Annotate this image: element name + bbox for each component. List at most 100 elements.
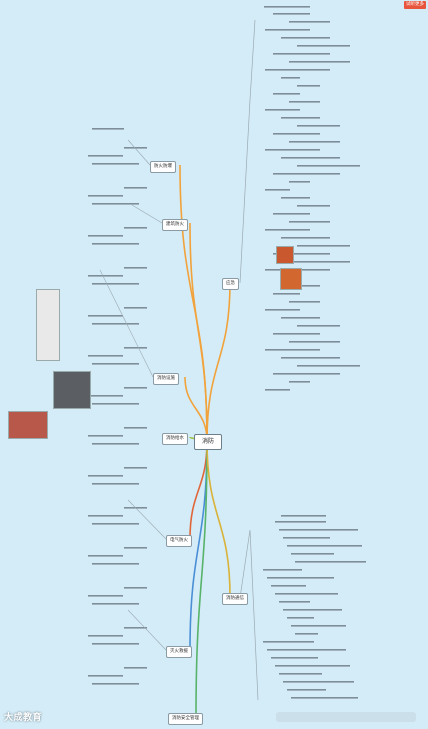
leaf-text [281,77,300,79]
leaf-text [289,341,340,343]
branch-connector [206,440,231,598]
leaf-text [289,181,310,183]
leaf-text [281,317,320,319]
leaf-text [124,347,147,349]
branch-node-7[interactable]: 消防安全管理 [168,713,203,725]
leaf-text [281,117,320,119]
leaf-text [265,109,300,111]
leaf-text [88,555,123,557]
branch-node-6[interactable]: 灭火救援 [166,646,192,658]
leaf-text [124,427,147,429]
leaf-text [88,675,123,677]
branch-node-8[interactable]: 应急 [222,278,239,290]
photo-thumbnail-4 [280,268,302,290]
leaf-text [124,227,147,229]
branch-node-1[interactable]: 防火防爆 [150,161,176,173]
branch-node-3[interactable]: 消防设施 [153,373,179,385]
leaf-text [273,253,330,255]
leaf-text [88,635,123,637]
sub-connector [99,269,154,378]
leaf-text [297,125,340,127]
branch-connector [179,164,208,442]
leaf-text [124,467,147,469]
leaf-text [283,681,354,683]
leaf-text [281,357,340,359]
leaf-text [92,128,124,130]
center-topic[interactable]: 消防 [194,434,222,450]
leaf-text [124,187,147,189]
leaf-text [88,355,123,357]
corner-tag[interactable]: 试听更多 [404,1,426,9]
leaf-text [273,53,330,55]
leaf-text [265,69,330,71]
leaf-text [289,21,330,23]
sub-connector [127,609,167,651]
leaf-text [263,641,314,643]
leaf-text [281,157,340,159]
leaf-text [291,697,358,699]
leaf-text [264,6,310,8]
leaf-text [92,203,139,205]
leaf-text [88,275,123,277]
leaf-text [273,13,310,15]
leaf-text [289,141,340,143]
leaf-text [265,389,290,391]
leaf-text [88,155,123,157]
leaf-text [289,221,330,223]
leaf-text [124,587,147,589]
branch-node-2[interactable]: 建筑防火 [162,219,188,231]
leaf-text [124,547,147,549]
leaf-text [295,633,318,635]
leaf-text [265,309,300,311]
branch-node-9[interactable]: 消防通信 [222,593,248,605]
leaf-text [92,363,139,365]
leaf-text [275,593,338,595]
leaf-text [124,387,147,389]
leaf-text [92,683,139,685]
leaf-text [297,325,340,327]
leaf-text [273,213,310,215]
leaf-text [297,285,320,287]
leaf-text [273,93,300,95]
branch-node-5[interactable]: 电气防火 [166,535,192,547]
leaf-text [287,545,362,547]
leaf-text [124,307,147,309]
leaf-text [279,529,358,531]
leaf-text [297,365,360,367]
leaf-text [287,689,326,691]
leaf-text [88,235,123,237]
leaf-text [283,537,330,539]
leaf-text [263,569,302,571]
leaf-text [88,435,123,437]
photo-thumbnail-2 [53,371,91,409]
leaf-text [295,561,366,563]
leaf-text [265,229,310,231]
leaf-text [88,395,123,397]
leaf-text [92,483,139,485]
leaf-text [275,665,350,667]
sub-connector [239,19,256,284]
leaf-text [88,475,123,477]
sub-connector [127,499,167,540]
leaf-text [124,667,147,669]
leaf-text [267,649,346,651]
leaf-text [92,523,139,525]
leaf-text [92,243,139,245]
photo-thumbnail-3 [276,246,294,264]
logo-watermark: 大成教育 [4,713,43,723]
leaf-text [273,333,320,335]
leaf-text [291,553,334,555]
branch-connector [189,222,208,442]
leaf-text [281,515,326,517]
leaf-text [124,267,147,269]
leaf-text [283,609,342,611]
branch-connector [206,281,231,442]
leaf-text [289,261,350,263]
leaf-text [297,165,360,167]
sub-connector [131,204,163,224]
leaf-text [289,301,320,303]
leaf-text [271,657,318,659]
branch-node-4[interactable]: 消防给水 [162,433,188,445]
leaf-text [88,195,123,197]
